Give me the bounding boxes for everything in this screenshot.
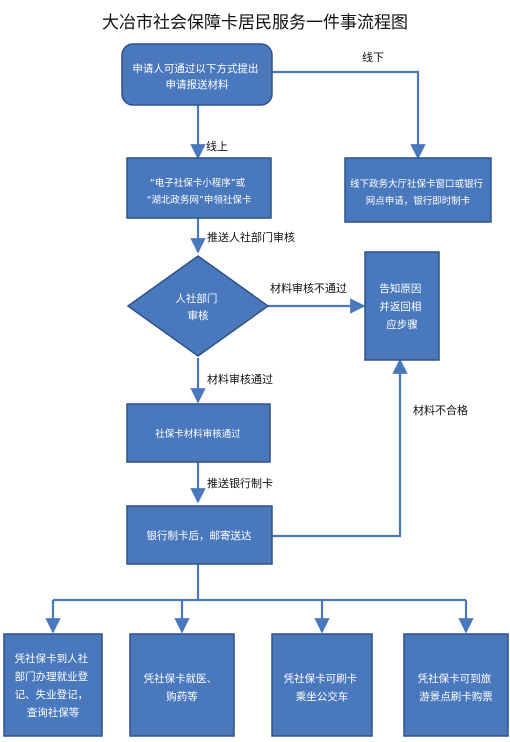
- node-apply-line-1: 申请人可通过以下方式提出: [132, 62, 258, 75]
- node-use4-line-1: 凭社保卡可到旅: [418, 672, 492, 685]
- edge-label-online: 线上: [206, 139, 228, 153]
- node-review-label: 人社部门 审核: [175, 292, 220, 322]
- node-passed-label: 社保卡材料审核通过: [155, 428, 241, 440]
- node-notify-label: 告知原因 并返回相 应步骤: [379, 282, 424, 331]
- node-notify: [364, 251, 440, 361]
- edge-label-pass: 材料审核通过: [207, 372, 273, 386]
- edge-label-offline: 线下: [362, 50, 384, 64]
- node-use2-line-1: 凭社保卡就医、: [144, 672, 218, 685]
- node-use3-line-2: 乘坐公交车: [296, 690, 349, 703]
- node-notify-line-1: 告知原因: [379, 282, 421, 295]
- edge-label-unqualified: 材料不合格: [413, 403, 468, 417]
- node-review: [126, 255, 270, 357]
- node-apply: [121, 43, 273, 106]
- node-apply-label: 申请人可通过以下方式提出 申请报送材料: [132, 62, 261, 91]
- node-bank-line-1: 银行制卡后，邮寄送达: [147, 529, 252, 542]
- node-passed-line-1: 社保卡材料审核通过: [155, 428, 241, 440]
- node-use4: [403, 633, 509, 737]
- node-use3: [271, 633, 373, 737]
- node-use3-label: 凭社保卡可刷卡 乘坐公交车: [284, 672, 361, 703]
- node-review-line-1: 人社部门: [175, 292, 217, 305]
- node-use1-line-3: 记、失业登记，: [15, 688, 89, 701]
- node-use2-label: 凭社保卡就医、 购药等: [144, 672, 221, 703]
- node-passed: [126, 403, 271, 463]
- node-use1-label: 凭社保卡到人社 部门办理就业登 记、失业登记， 查询社保等: [15, 652, 92, 719]
- node-use1-line-2: 部门办理就业登: [15, 670, 89, 683]
- node-review-line-2: 审核: [188, 309, 209, 322]
- node-use3-line-1: 凭社保卡可刷卡: [284, 672, 358, 685]
- node-offline: [344, 157, 492, 223]
- node-notify-line-3: 应步骤: [386, 318, 418, 331]
- arrow-apply-to-offline: [272, 70, 426, 160]
- node-use1: [3, 633, 103, 737]
- node-notify-line-2: 并返回相: [379, 300, 421, 313]
- node-use1-line-1: 凭社保卡到人社: [15, 652, 89, 665]
- page-title: 大冶市社会保障卡居民服务一件事流程图: [102, 13, 408, 33]
- node-offline-line-2: 网点申请，银行即时制卡: [366, 195, 471, 207]
- node-bank-label: 银行制卡后，邮寄送达: [147, 529, 252, 542]
- node-online: [126, 157, 272, 219]
- node-online-line-2: “湖北政务网”申领社保卡: [147, 194, 252, 206]
- edge-label-to-bank: 推送银行制卡: [207, 476, 273, 490]
- node-use4-line-2: 游景点刷卡购票: [419, 690, 493, 703]
- node-use4-label: 凭社保卡可到旅 游景点刷卡购票: [418, 672, 495, 703]
- node-use2: [129, 633, 235, 737]
- node-offline-line-1: 线下政务大厅社保卡窗口或银行: [350, 178, 484, 190]
- node-use1-line-4: 查询社保等: [27, 706, 80, 719]
- edge-label-reject: 材料审核不通过: [270, 281, 347, 295]
- node-bank: [126, 505, 273, 565]
- node-online-label: “电子社保卡小程序”或 “湖北政务网”申领社保卡: [147, 177, 252, 206]
- node-offline-label: 线下政务大厅社保卡窗口或银行 网点申请，银行即时制卡: [350, 178, 486, 207]
- node-online-line-1: “电子社保卡小程序”或: [150, 177, 246, 189]
- node-use2-line-2: 购药等: [166, 690, 198, 703]
- arrow-bank-to-notify: [272, 358, 408, 538]
- edge-label-to-review: 推送人社部门审核: [207, 230, 295, 244]
- node-apply-line-2: 申请报送材料: [166, 78, 229, 91]
